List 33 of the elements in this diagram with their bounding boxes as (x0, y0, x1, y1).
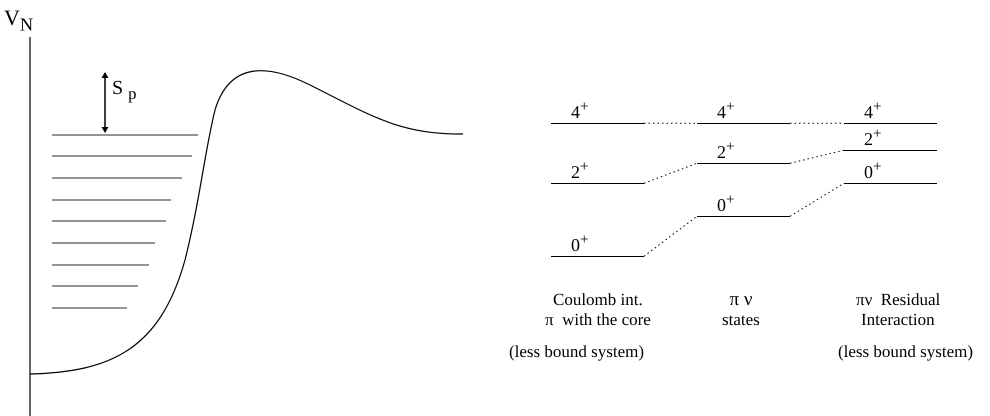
spin-parity-label: 2$^{+}$ (571, 158, 588, 182)
spin-parity-label: 4$^{+}$ (571, 98, 588, 122)
spin-parity-label: 0$^{+}$ (571, 231, 588, 255)
spin-parity-label: 0$^{+}$ (717, 191, 734, 215)
spin-parity-label: 0$^{+}$ (864, 158, 882, 182)
column-caption: π with the core (545, 310, 651, 330)
spin-parity-label: 4$^{+}$ (864, 98, 882, 122)
column-caption: π ν (730, 290, 752, 310)
separation-energy-label: S $_{p}$ (112, 78, 136, 104)
column-caption: πν Residual (856, 290, 940, 310)
energy-level (697, 100, 790, 124)
spin-parity-label: 2$^{+}$ (717, 138, 734, 162)
spin-parity-label: 2$^{+}$ (864, 125, 882, 149)
energy-level (551, 100, 644, 124)
dotted-connector (644, 162, 698, 184)
axis-label: V$_{N}$ (4, 8, 34, 34)
column-caption: (less bound system) (509, 342, 644, 362)
dotted-connector (790, 150, 844, 164)
column-caption: states (722, 310, 760, 330)
dotted-connector (790, 182, 844, 217)
energy-level (551, 160, 644, 184)
column-caption: Coulomb int. (553, 290, 643, 310)
energy-level (697, 193, 790, 217)
dotted-connector (644, 122, 698, 124)
column-caption: (less bound system) (838, 342, 974, 362)
spin-parity-label: 4$^{+}$ (717, 98, 734, 122)
energy-level (844, 160, 937, 184)
energy-level (844, 100, 937, 124)
energy-level (551, 233, 644, 257)
column-caption: Interaction (861, 310, 935, 330)
energy-level (697, 140, 790, 164)
dotted-connector (644, 216, 698, 257)
energy-level (844, 127, 937, 151)
